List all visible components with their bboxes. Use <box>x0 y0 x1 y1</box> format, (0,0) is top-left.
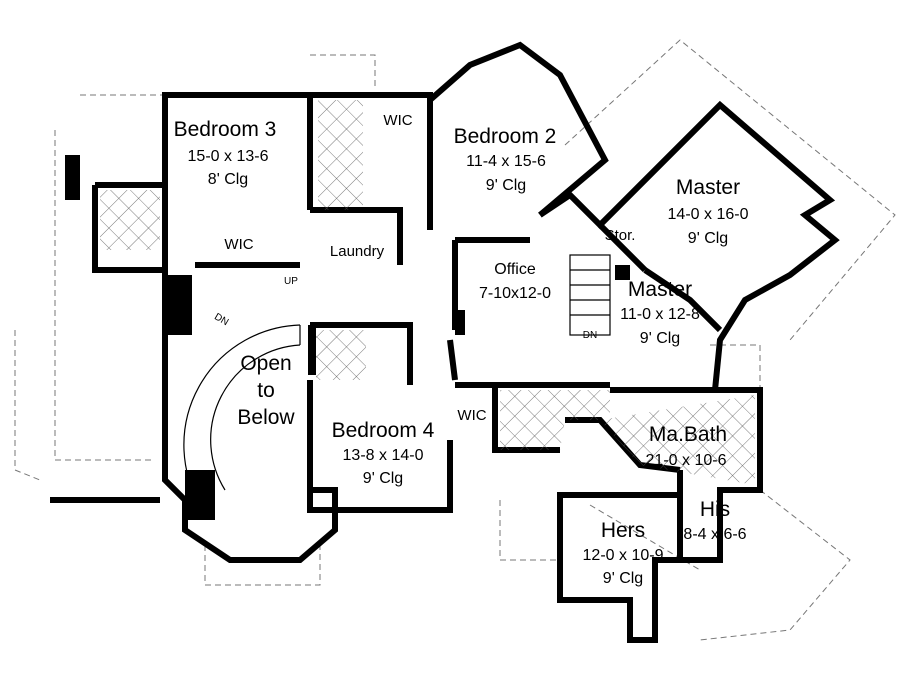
room-ceiling: 9' Clg <box>363 470 403 487</box>
room-ceiling: 9' Clg <box>603 570 643 587</box>
room-ceiling: 9' Clg <box>486 177 526 194</box>
wic-label-bedroom4: WIC <box>457 407 486 424</box>
room-name: His <box>700 498 730 521</box>
room-office: Office 7-10x12-0 <box>479 261 551 302</box>
room-bedroom-2: Bedroom 2 11-4 x 15-6 9' Clg <box>454 125 557 194</box>
stair-down-label-curved: DN <box>212 311 230 328</box>
room-name: Office <box>494 261 536 278</box>
curved-staircase <box>183 324 301 506</box>
room-bedroom-4: Bedroom 4 13-8 x 14-0 9' Clg <box>332 419 435 487</box>
stair-down-label: DN <box>583 330 597 341</box>
open-line-1: Open <box>240 352 291 375</box>
room-his-closet: His 8-4 x 6-6 <box>683 498 746 543</box>
room-size: 12-0 x 10-9 <box>583 547 664 564</box>
room-bedroom-3: Bedroom 3 15-0 x 13-6 8' Clg <box>174 118 277 188</box>
room-size: 8-4 x 6-6 <box>683 526 746 543</box>
wic-label-bedroom2: WIC <box>383 112 412 129</box>
room-name: Bedroom 3 <box>174 118 277 141</box>
room-size: 14-0 x 16-0 <box>668 206 749 223</box>
wic-label-bedroom3: WIC <box>224 236 253 253</box>
room-size: 21-0 x 10-6 <box>646 452 727 469</box>
room-hers-closet: Hers 12-0 x 10-9 9' Clg <box>583 519 664 587</box>
room-size: 11-0 x 12-8 <box>620 306 700 323</box>
room-size: 15-0 x 13-6 <box>188 148 269 165</box>
open-line-2: to <box>257 379 275 402</box>
room-master-sitting: Master 11-0 x 12-8 9' Clg <box>620 278 700 347</box>
room-ceiling: 8' Clg <box>208 171 248 188</box>
room-master-bedroom: Master 14-0 x 16-0 9' Clg <box>668 176 749 247</box>
room-size: 7-10x12-0 <box>479 285 551 302</box>
room-ceiling: 9' Clg <box>640 330 680 347</box>
straight-staircase <box>569 254 611 336</box>
open-line-3: Below <box>237 406 295 429</box>
room-size: 11-4 x 15-6 <box>466 153 546 170</box>
room-name: Hers <box>601 519 645 542</box>
walls <box>50 41 840 643</box>
open-to-below: Open to Below <box>237 352 295 429</box>
room-size: 13-8 x 14-0 <box>343 447 424 464</box>
stair-up-label: UP <box>284 276 298 287</box>
storage-label: Stor. <box>605 227 636 244</box>
room-master-bath: Ma.Bath 21-0 x 10-6 <box>646 423 728 469</box>
room-name: Ma.Bath <box>649 423 727 446</box>
roof-outlines <box>14 39 896 641</box>
room-name: Master <box>676 176 740 199</box>
room-name: Master <box>628 278 692 301</box>
room-name: Bedroom 4 <box>332 419 435 442</box>
room-name: Bedroom 2 <box>454 125 557 148</box>
tile-areas <box>100 100 755 485</box>
laundry-label: Laundry <box>330 243 385 260</box>
room-ceiling: 9' Clg <box>688 230 728 247</box>
